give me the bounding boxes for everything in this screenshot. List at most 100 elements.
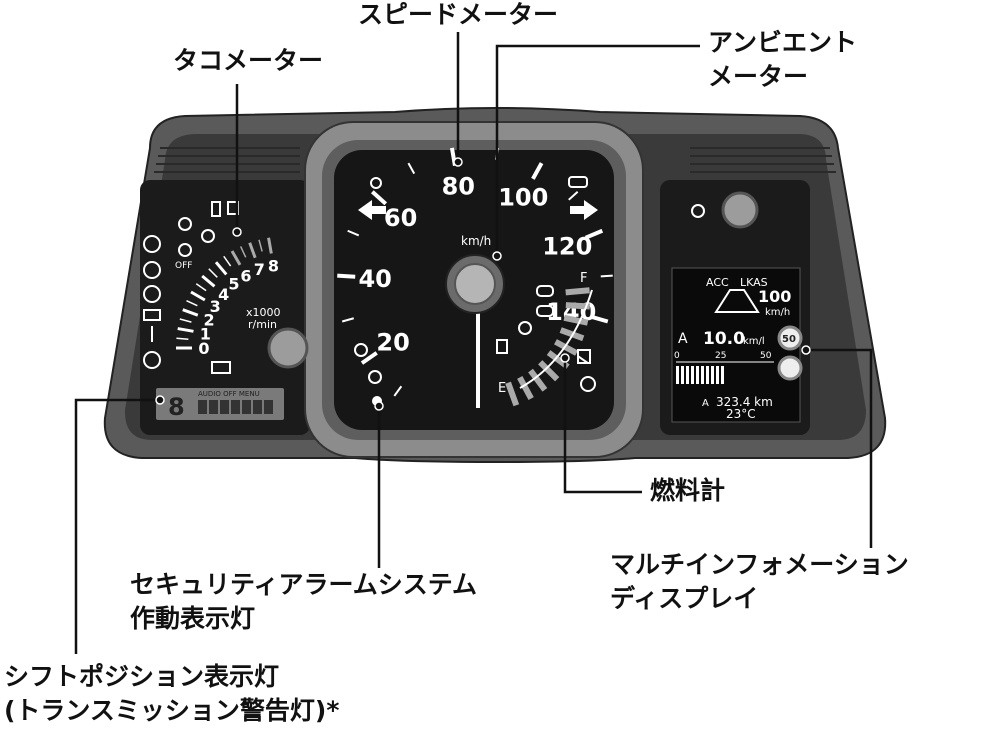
tach-tick — [182, 308, 199, 317]
speed-tick-label-60: 60 — [384, 204, 417, 232]
speed-tick — [589, 314, 609, 324]
speed-tick — [531, 162, 544, 180]
fuel-full-mark: F — [580, 271, 587, 286]
mid-set-speed: 100 — [758, 287, 791, 306]
mid-set-speed-unit: km/h — [765, 307, 790, 318]
seatbelt-icon — [211, 201, 221, 217]
tach-tick — [214, 261, 228, 276]
right-turn-arrow-icon — [570, 200, 598, 220]
leader-fuel — [563, 360, 642, 494]
mid-trip-distance: 323.4 km — [716, 395, 773, 409]
tach-tick — [223, 255, 232, 267]
label-shift-position: シフトポジション表示灯 (トランスミッション警告灯)* — [4, 662, 340, 725]
mid-acc: ACC — [706, 276, 729, 289]
headlight-icon — [536, 285, 554, 297]
mid-trip-label: A — [702, 398, 709, 409]
tpms-icon — [201, 229, 215, 243]
parking-light-icon — [536, 305, 554, 317]
fuel-bar — [563, 314, 589, 326]
speed-tick-label-100: 100 — [498, 183, 548, 211]
mid-fuel-economy-bars — [676, 366, 724, 384]
tach-tick-label-0: 0 — [198, 339, 209, 358]
engine-check-icon — [143, 309, 161, 321]
mid-scale-0: 0 — [674, 351, 680, 361]
label-ambient-meter: アンビエント メーター — [708, 28, 858, 91]
mid-temperature: 23°C — [726, 407, 756, 421]
left-vent-stripes — [154, 147, 300, 173]
shift-gear-indicator: 8 — [168, 393, 185, 421]
fuel-pump-icon — [496, 339, 508, 354]
speed-tick-label-80: 80 — [442, 172, 475, 200]
leader-ambient — [495, 44, 700, 254]
eco-assist-icon — [370, 177, 382, 189]
tach-tick — [186, 299, 198, 307]
leader-endpoints — [155, 157, 811, 411]
fuel-gauge-arc — [519, 289, 593, 389]
speed-tick — [600, 274, 613, 278]
tach-tick — [230, 250, 242, 266]
tach-tick — [258, 239, 263, 252]
fuel-bar — [505, 381, 520, 407]
multi-information-display — [671, 267, 801, 423]
speed-tick — [341, 317, 355, 323]
srs-airbag-icon — [354, 343, 368, 357]
label-security-alarm: セキュリティアラームシステム 作動表示灯 — [130, 570, 478, 633]
tach-tick — [248, 242, 257, 259]
tach-tick — [176, 337, 189, 341]
speed-tick — [568, 191, 579, 201]
speed-tick — [584, 228, 604, 240]
select-reset-knob[interactable] — [721, 191, 759, 229]
vsa-off-icon — [178, 243, 192, 257]
shift-display-info: AUDIO OFF MENU — [198, 390, 260, 398]
parking-brake-icon — [143, 285, 161, 303]
tach-tick — [201, 274, 216, 288]
speed-limit-sign-value: 50 — [782, 334, 796, 345]
tachometer-reset-knob[interactable] — [267, 327, 309, 369]
fuel-gauge-bars — [505, 287, 593, 407]
right-vent-stripes — [690, 147, 836, 173]
tach-tick-label-7: 7 — [254, 260, 265, 279]
leader-lines — [74, 32, 873, 654]
speed-tick — [370, 190, 388, 206]
brake-warning-icon — [143, 261, 161, 279]
tach-tick-label-5: 5 — [228, 275, 239, 294]
tach-tick — [177, 327, 194, 333]
seatbelt-reminder-icon — [368, 370, 382, 384]
speedometer-ticks — [337, 147, 613, 397]
mid-scale-25: 25 — [715, 351, 726, 361]
fuel-bar — [528, 368, 548, 392]
shift-display-segments — [198, 400, 273, 414]
fuel-bar — [565, 287, 590, 296]
tachometer-unit-line1: x1000 — [246, 306, 281, 319]
vsa-off-label: OFF — [175, 261, 192, 271]
battery-icon — [211, 361, 231, 374]
mid-lkas: LKAS — [740, 276, 768, 289]
speed-limit-sign-icon — [777, 325, 803, 351]
label-tachometer: タコメーター — [173, 46, 324, 75]
auto-high-beam-icon — [568, 176, 588, 188]
speedometer-unit: km/h — [461, 234, 491, 248]
abs-warning-icon — [143, 235, 161, 253]
mid-fuel-economy-unit: km/l — [743, 336, 765, 347]
fuel-bar — [538, 360, 560, 382]
left-warning-lamps — [143, 201, 239, 374]
tach-tick — [267, 237, 273, 254]
speed-tick — [393, 385, 403, 397]
tach-tick — [190, 290, 206, 302]
tach-tick — [179, 318, 192, 323]
tach-tick — [239, 246, 247, 258]
fuel-filler-side-icon — [577, 349, 591, 364]
speed-tick — [360, 351, 378, 365]
info-icon — [580, 376, 596, 392]
label-multi-info-display: マルチインフォメーション ディスプレイ — [610, 550, 909, 613]
tachometer-unit-line2: r/min — [248, 318, 277, 331]
label-fuel-gauge: 燃料計 — [650, 476, 726, 505]
speed-tick — [407, 162, 416, 175]
speed-tick-label-20: 20 — [376, 328, 409, 356]
left-turn-arrow-icon — [358, 200, 386, 220]
fuel-bar — [517, 376, 534, 401]
brightness-icon — [691, 204, 705, 218]
speedometer-lamps — [354, 176, 596, 392]
mid-fuel-economy: 10.0 — [703, 329, 745, 349]
